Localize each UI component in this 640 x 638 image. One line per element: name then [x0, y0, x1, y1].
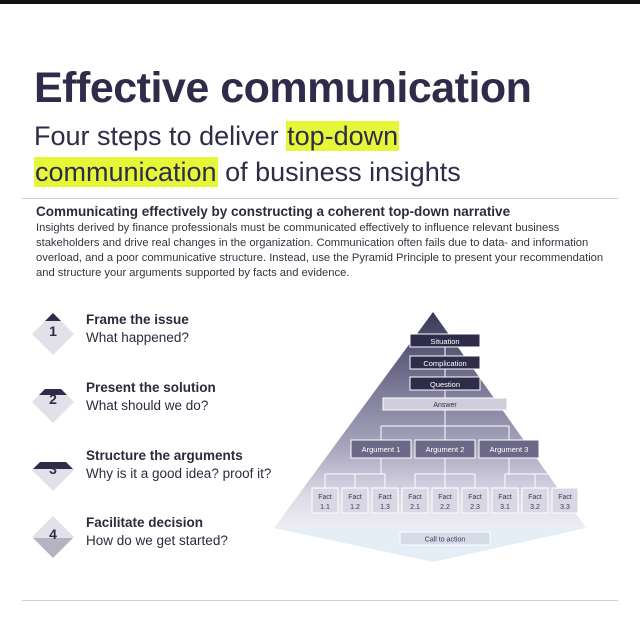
call-to-action-box [399, 531, 491, 546]
fact-box [431, 487, 459, 514]
fact-box [401, 487, 429, 514]
argument-label: Argument 2 [426, 445, 465, 454]
step-1: 1 Frame the issue What happened? [30, 311, 290, 355]
fact-number: 1.2 [350, 504, 360, 511]
step-subtitle: What happened? [86, 330, 189, 345]
subtitle-highlight-communication: communication [34, 157, 218, 187]
fact-label: Fact [558, 494, 572, 501]
fact-number: 3.3 [560, 504, 570, 511]
step-subtitle: How do we get started? [86, 533, 228, 548]
intro-lead: Communicating effectively by constructin… [36, 204, 511, 219]
fact-number: 1.1 [320, 504, 330, 511]
fact-box [551, 487, 579, 514]
argument-label: Argument 3 [490, 445, 529, 454]
fact-number: 3.1 [500, 504, 510, 511]
step-number: 4 [49, 526, 57, 542]
pyramid-diagram: Situation Complication Question Answer A… [274, 312, 586, 562]
diamond-icon [32, 516, 74, 558]
step-title: Present the solution [86, 380, 216, 395]
fact-box [371, 487, 399, 514]
step-2: 2 Present the solution What should we do… [30, 379, 290, 423]
fact-label: Fact [498, 494, 512, 501]
step-number: 3 [49, 461, 57, 477]
step-number: 1 [49, 323, 57, 339]
step-subtitle: What should we do? [86, 398, 209, 413]
subtitle-highlight-top-down: top-down [286, 121, 400, 151]
diamond-icon [32, 313, 74, 355]
fact-number: 3.2 [530, 504, 540, 511]
fact-label: Fact [408, 494, 422, 501]
subtitle-text-end: of business insights [217, 157, 461, 187]
fact-number: 2.1 [410, 504, 420, 511]
divider-bottom [22, 600, 618, 601]
facts-row: Fact 1.1 Fact 1.2 Fact 1.3 Fact 2.1 Fact… [311, 487, 579, 514]
question-label: Question [430, 380, 460, 389]
fact-box [521, 487, 549, 514]
fact-box [341, 487, 369, 514]
page-subtitle: Four steps to deliver top-down communicat… [34, 118, 624, 190]
argument-label: Argument 1 [362, 445, 401, 454]
step-title: Structure the arguments [86, 448, 243, 463]
fact-box [311, 487, 339, 514]
fact-box [491, 487, 519, 514]
divider-top [22, 198, 618, 199]
step-title: Facilitate decision [86, 515, 204, 530]
step-4: 4 Facilitate decision How do we get star… [30, 514, 290, 558]
diamond-icon [32, 449, 74, 491]
intro-body: Insights derived by finance professional… [36, 222, 604, 279]
step-subtitle: Why is it a good idea? proof it? [86, 466, 272, 481]
page-title: Effective communication [34, 64, 532, 112]
step-number: 2 [49, 391, 57, 407]
fact-label: Fact [348, 494, 362, 501]
fact-label: Fact [378, 494, 392, 501]
fact-label: Fact [528, 494, 542, 501]
complication-label: Complication [423, 359, 466, 368]
diamond-icon [32, 381, 74, 423]
fact-label: Fact [318, 494, 332, 501]
fact-number: 2.3 [470, 504, 480, 511]
answer-label: Answer [433, 402, 457, 409]
step-3: 3 Structure the arguments Why is it a go… [30, 447, 290, 491]
fact-number: 2.2 [440, 504, 450, 511]
subtitle-text-start: Four steps to deliver [34, 121, 287, 151]
top-border [0, 0, 640, 4]
fact-connectors [324, 458, 566, 488]
fact-label: Fact [438, 494, 452, 501]
fact-label: Fact [468, 494, 482, 501]
fact-box [461, 487, 489, 514]
situation-label: Situation [430, 337, 459, 346]
fact-number: 1.3 [380, 504, 390, 511]
step-title: Frame the issue [86, 312, 189, 327]
call-to-action-label: Call to action [425, 537, 466, 544]
